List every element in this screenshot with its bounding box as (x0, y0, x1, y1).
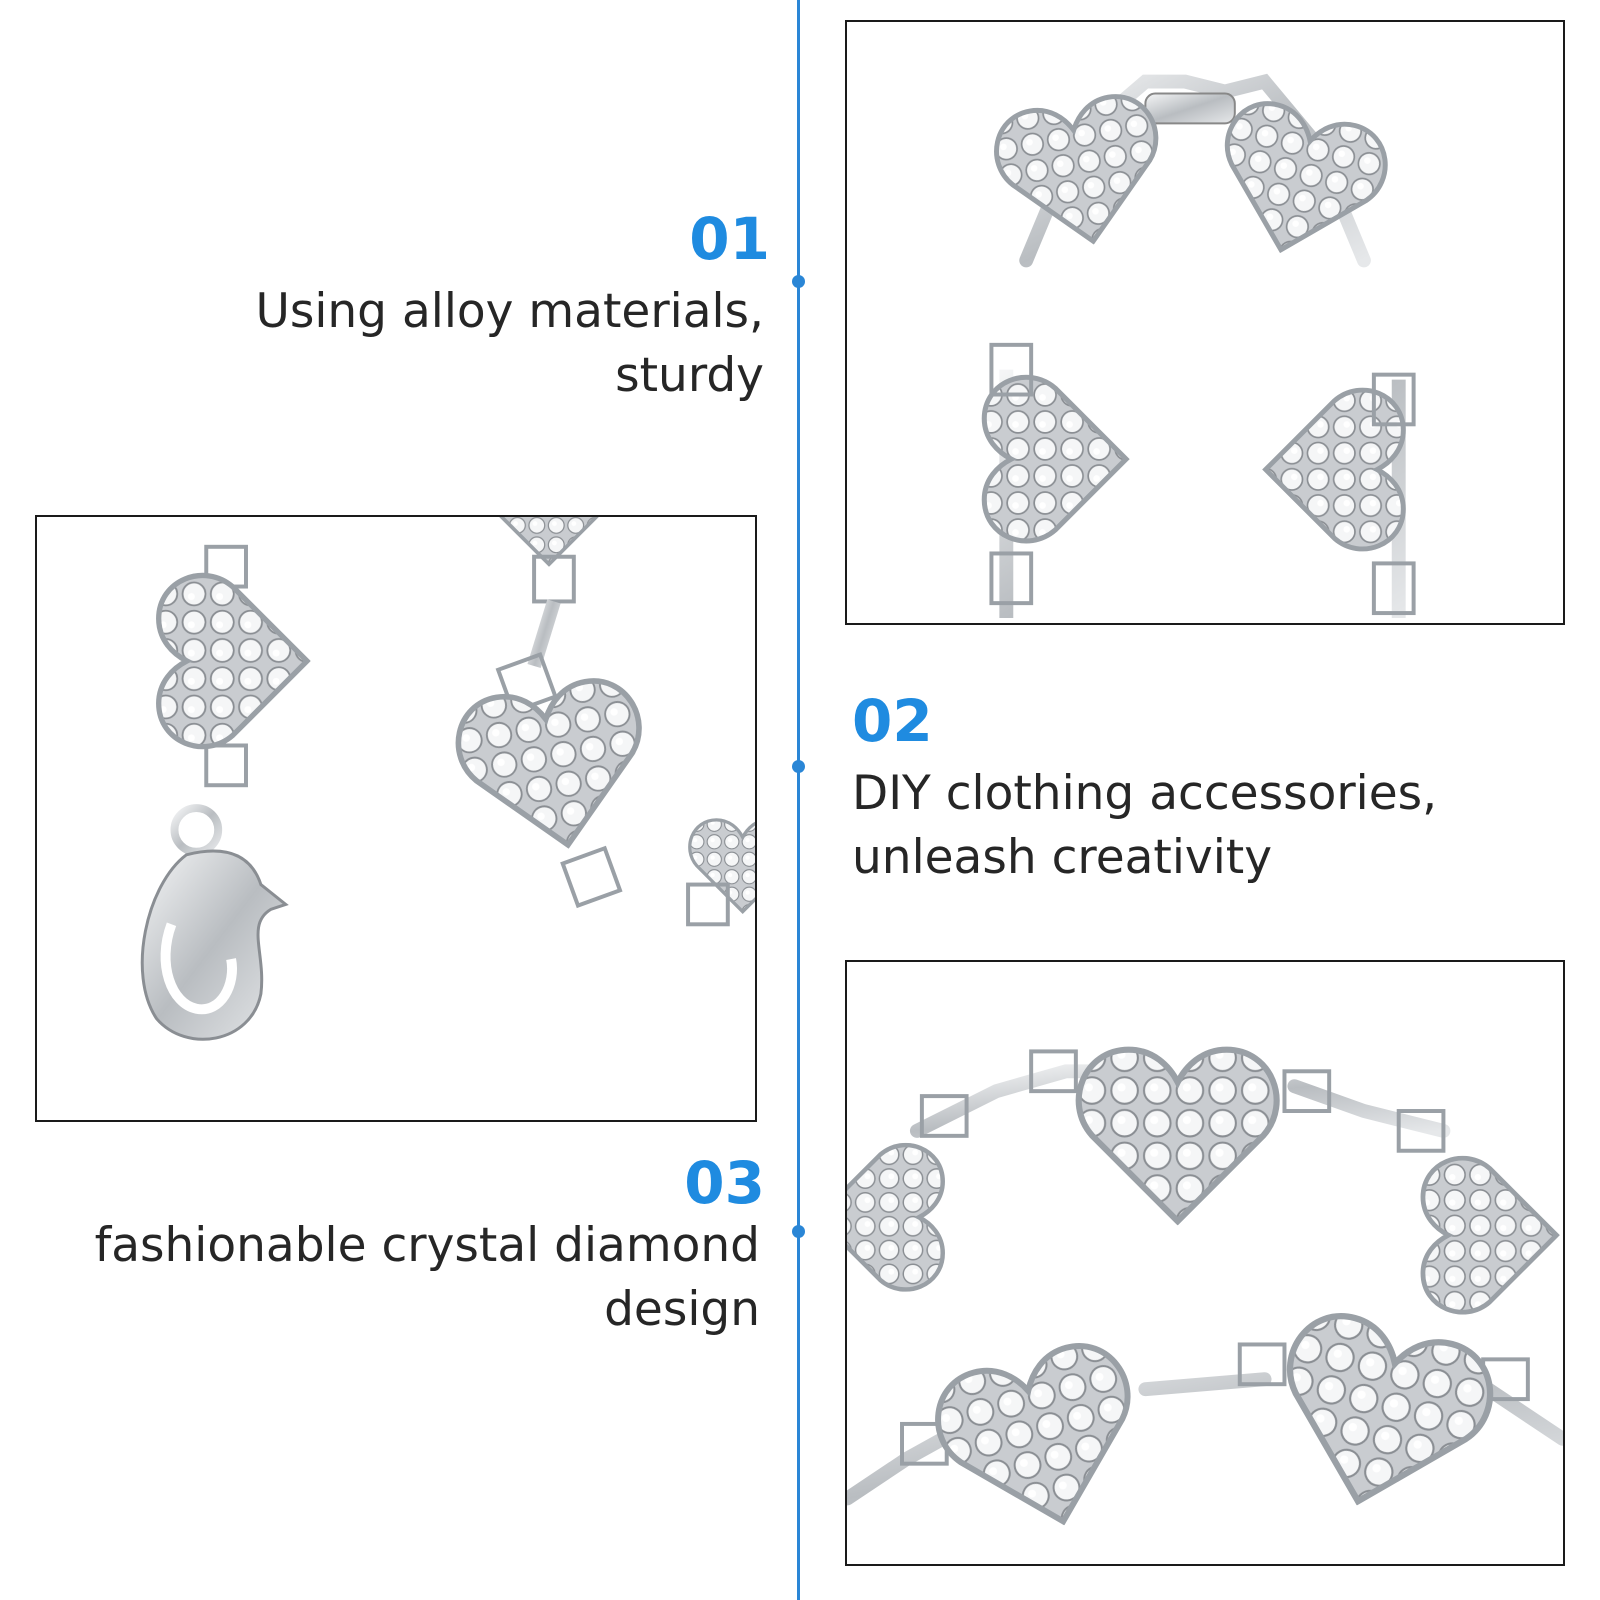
timeline-dot-2 (792, 760, 805, 773)
timeline-line (797, 0, 800, 1600)
lobster-clasp-photo (37, 517, 755, 1120)
feature-text-2-line1: DIY clothing accessories, (852, 766, 1438, 821)
product-photo-bottom (845, 960, 1565, 1566)
heart-chain-photo (847, 962, 1563, 1564)
feature-text-3-line2: design (604, 1282, 760, 1337)
feature-text-2-line2: unleash creativity (852, 830, 1273, 885)
heart-chain-photo (847, 22, 1563, 623)
feature-number-1: 01 (689, 205, 770, 273)
product-photo-middle (35, 515, 757, 1122)
feature-text-1-line1: Using alloy materials, (255, 284, 764, 339)
timeline-dot-1 (792, 275, 805, 288)
feature-text-3-line1: fashionable crystal diamond (94, 1218, 760, 1273)
feature-number-3: 03 (684, 1149, 765, 1217)
product-photo-top (845, 20, 1565, 625)
feature-text-1-line2: sturdy (615, 348, 764, 403)
feature-number-2: 02 (852, 687, 933, 755)
timeline-dot-3 (792, 1225, 805, 1238)
